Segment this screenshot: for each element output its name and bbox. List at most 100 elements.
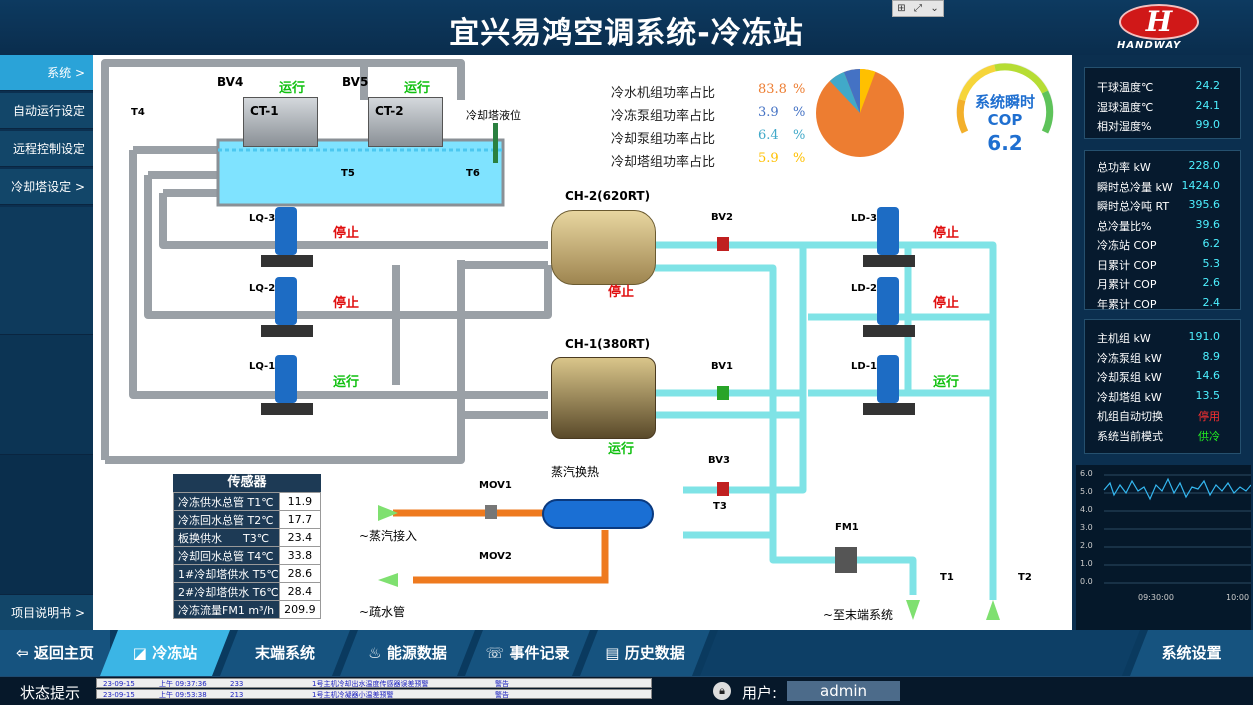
cop-title: 系统瞬时 (974, 93, 1035, 111)
tab-chiller-station[interactable]: ◪ 冷冻站 (100, 630, 230, 676)
sensor-label: 板换供水 T3℃ (173, 528, 280, 547)
nav-spacer (0, 335, 93, 455)
label-ld2: LD-2 (851, 283, 877, 294)
valve-bv2[interactable] (717, 237, 729, 251)
pump-base (261, 403, 313, 415)
left-sidebar: 系统 > 自动运行设定 > 远程控制设定 > 冷却塔设定 > 项目说明书 > (0, 55, 93, 631)
cooling-tower-ct1[interactable]: CT-1 (243, 97, 318, 147)
chevron-down-icon[interactable]: ⌄ (930, 3, 939, 14)
tab-history[interactable]: ▤ 历史数据 (580, 630, 710, 676)
valve-bv3[interactable] (717, 482, 729, 496)
header-bar: 宜兴易鸿空调系统-冷冻站 ⊞ ⤢ ⌄ H HANDWAY (0, 0, 1253, 55)
nav-auto-run[interactable]: 自动运行设定 > (0, 93, 93, 154)
ld1-status: 运行 (933, 375, 960, 390)
lq3-status: 停止 (333, 226, 360, 241)
nav-spacer (0, 207, 93, 335)
user-label: 用户: (742, 684, 778, 702)
valve-bv1[interactable] (717, 386, 729, 400)
plant-diagram: CT-1 CT-2 BV4 BV5 运行 运行 T4 T5 T6 冷却塔液位 L… (93, 55, 1072, 630)
page-title: 宜兴易鸿空调系统-冷冻站 (449, 16, 804, 51)
pump-base (863, 255, 915, 267)
ld3-status: 停止 (933, 226, 960, 241)
chiller-ch1[interactable] (551, 357, 656, 439)
tab-energy[interactable]: ♨ 能源数据 (340, 630, 475, 676)
user-name[interactable]: admin (787, 681, 900, 701)
pump-ld3[interactable] (877, 207, 899, 255)
cop-subtitle: COP (987, 111, 1023, 129)
steam-heat-exchanger (542, 499, 654, 529)
label-bv3: BV3 (708, 455, 730, 466)
cooling-tower-ct2[interactable]: CT-2 (368, 97, 443, 147)
pump-base (261, 255, 313, 267)
sensor-label: 冷冻供水总管 T1℃ (173, 492, 280, 511)
lq1-status: 运行 (333, 375, 360, 390)
nav-remote-control[interactable]: 远程控制设定 > (0, 131, 93, 192)
tab-terminal[interactable]: 末端系统 (220, 630, 350, 676)
sensor-value: 33.8 (278, 546, 322, 565)
label-t3: T3 (713, 501, 727, 512)
label-fm1: FM1 (835, 522, 859, 533)
power-ratio-pie (816, 68, 904, 157)
tab-home[interactable]: ⇦ 返回主页 (0, 630, 110, 676)
tab-spacer (700, 630, 1140, 676)
bottom-nav: ⇦ 返回主页 ◪ 冷冻站 末端系统 ♨ 能源数据 ☏ 事件记录 ▤ 历史数据 系… (0, 630, 1253, 676)
tab-events[interactable]: ☏ 事件记录 (465, 630, 590, 676)
sensor-label: 冷却回水总管 T4℃ (173, 546, 280, 565)
pump-ld1[interactable] (877, 355, 899, 403)
nav-cooling-tower[interactable]: 冷却塔设定 > (0, 169, 93, 205)
pump-lq1[interactable] (275, 355, 297, 403)
pump-lq2[interactable] (275, 277, 297, 325)
sensor-label: 2#冷却塔供水 T6℃ (173, 582, 280, 601)
flowmeter-fm1 (835, 547, 857, 573)
pipe-network (101, 59, 1054, 620)
expand-icon[interactable]: ⤢ (914, 3, 922, 14)
sensor-label: 冷冻回水总管 T2℃ (173, 510, 280, 529)
alarm-row[interactable]: 23-09-15 上午 09:53:38 213 1号主机冷凝器小温差预警 警告 (96, 689, 652, 699)
label-bv1: BV1 (711, 361, 733, 372)
window-controls[interactable]: ⊞ ⤢ ⌄ (892, 0, 944, 17)
tab-settings[interactable]: 系统设置 (1130, 630, 1253, 676)
label-t5: T5 (341, 168, 355, 179)
label-t2: T2 (1018, 572, 1032, 583)
label-lq3: LQ-3 (249, 213, 276, 224)
pump-ld2[interactable] (877, 277, 899, 325)
sensor-label: 冷冻流量FM1 m³/h (173, 600, 280, 619)
alarm-icon: ☏ (485, 644, 510, 662)
lock-icon[interactable]: 🔒︎ (713, 682, 731, 700)
ld2-status: 停止 (933, 296, 960, 311)
pump-base (863, 403, 915, 415)
label-bv4: BV4 (217, 75, 244, 89)
label-t6: T6 (466, 168, 480, 179)
tile-icon[interactable]: ⊞ (897, 3, 906, 14)
label-steam-hx: 蒸汽换热 (551, 465, 600, 479)
label-mov2: MOV2 (479, 551, 512, 562)
cop-gauge (956, 62, 1054, 134)
cop-trend-chart: 6.0 5.0 4.0 3.0 2.0 1.0 0.0 09:30:00 10:… (1076, 465, 1252, 630)
label-bv5: BV5 (342, 75, 369, 89)
label-steam-in: ~蒸汽接入 (359, 529, 418, 543)
alarm-row[interactable]: 23-09-15 上午 09:37:36 233 1号主机冷却出水温度传感器误差… (96, 678, 652, 688)
pump-base (261, 325, 313, 337)
nav-manual[interactable]: 项目说明书 > (0, 595, 93, 631)
label-drain: ~疏水管 (359, 605, 406, 619)
valve-mov1[interactable] (485, 505, 497, 519)
sensor-value: 209.9 (278, 600, 322, 619)
pump-lq3[interactable] (275, 207, 297, 255)
label-ch2: CH-2(620RT) (565, 189, 651, 203)
sensor-value: 23.4 (278, 528, 322, 547)
nav-system[interactable]: 系统 > (0, 55, 93, 91)
label-mov1: MOV1 (479, 480, 512, 491)
chiller-ch2[interactable] (551, 210, 656, 285)
humidity-row: 相对湿度%99.0 (1097, 118, 1220, 133)
